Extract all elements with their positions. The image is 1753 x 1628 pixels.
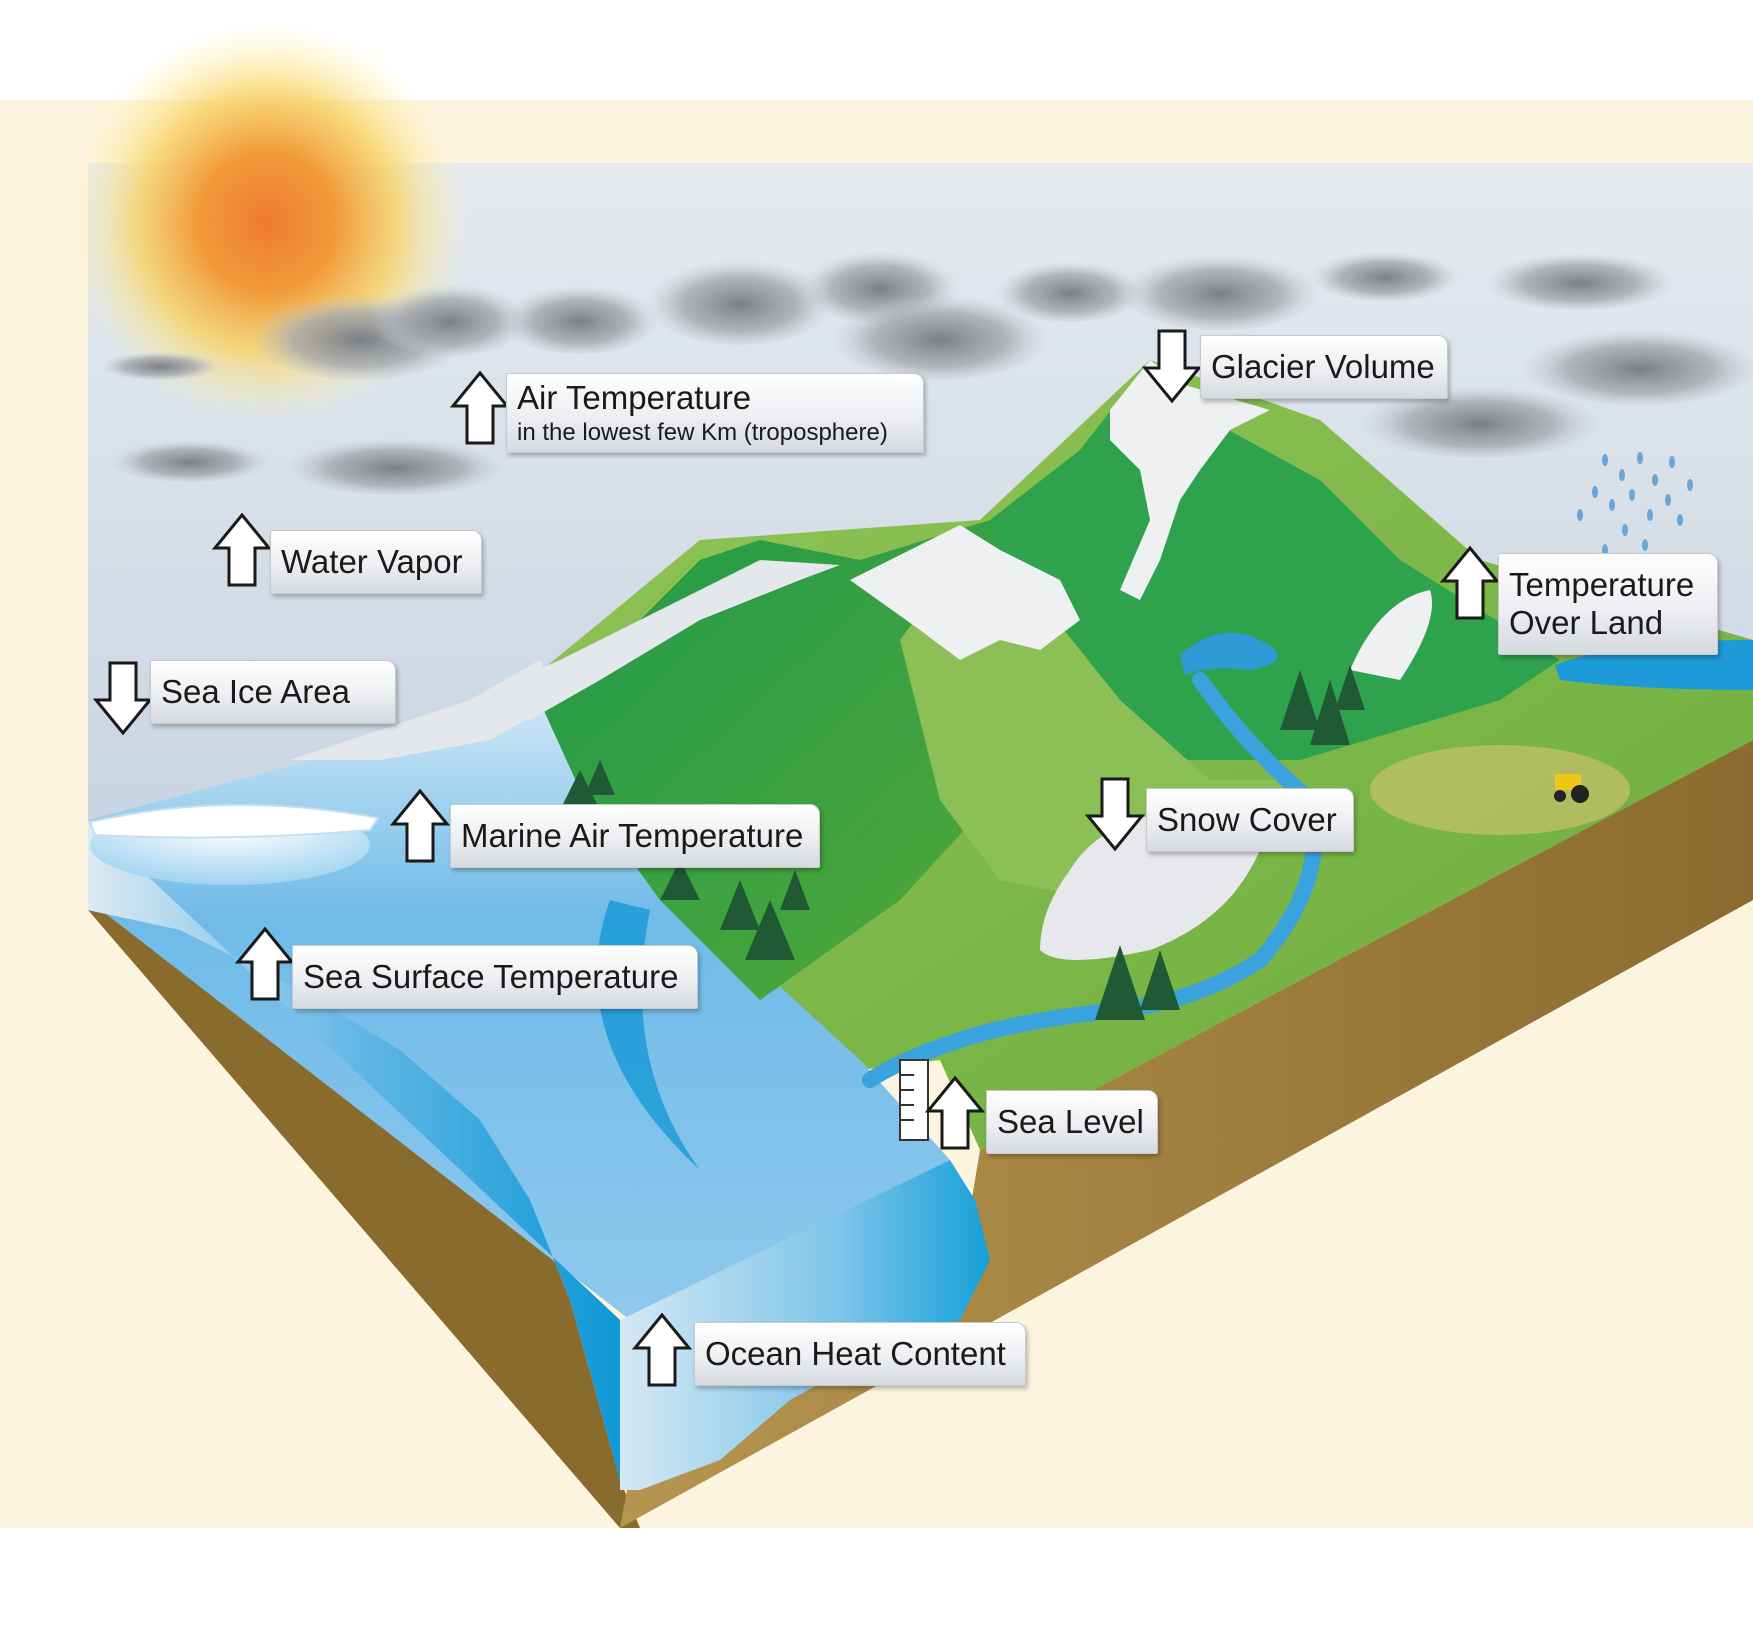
air-temperature-arrow-icon <box>450 370 510 445</box>
air-temperature-label: Air Temperature in the lowest few Km (tr… <box>506 373 924 453</box>
sea-level-arrow-icon <box>925 1075 985 1150</box>
mountain-lake <box>1180 632 1278 675</box>
sea-ice-floe <box>88 803 380 885</box>
snow-cover-arrow-icon <box>1085 777 1145 852</box>
right-snow-patch <box>1350 590 1432 680</box>
marine-air-temperature-title: Marine Air Temperature <box>461 817 804 854</box>
temperature-over-land-title-line2: Over Land <box>1509 604 1664 641</box>
sea-level-title: Sea Level <box>997 1103 1144 1140</box>
air-temperature-title: Air Temperature <box>517 379 752 416</box>
sea-ice-area-label: Sea Ice Area <box>150 660 396 724</box>
peak-snow <box>1110 360 1270 600</box>
tractor <box>1554 774 1589 803</box>
sea-surface-temperature-label: Sea Surface Temperature <box>292 945 698 1009</box>
glacier-volume-title: Glacier Volume <box>1211 348 1435 385</box>
ocean-front-left <box>88 820 620 1480</box>
ridge-snow <box>470 560 840 720</box>
rain-drops <box>1577 452 1693 556</box>
marine-air-temperature-label: Marine Air Temperature <box>450 804 820 868</box>
clouds <box>100 247 1753 495</box>
temperature-over-land-label: Temperature Over Land <box>1498 553 1718 655</box>
temperature-over-land-title: Temperature <box>1509 566 1695 603</box>
river <box>862 672 1323 1088</box>
water-vapor-label: Water Vapor <box>270 530 482 594</box>
snow-cover-title: Snow Cover <box>1157 801 1337 838</box>
sea-level-label: Sea Level <box>986 1090 1158 1154</box>
glacier-volume-arrow-icon <box>1142 329 1202 404</box>
coastal-ice <box>290 660 560 760</box>
water-vapor-title: Water Vapor <box>281 543 463 580</box>
ocean-heat-content-arrow-icon <box>632 1312 692 1387</box>
ocean-heat-content-title: Ocean Heat Content <box>705 1335 1006 1372</box>
crop-field <box>1370 745 1630 835</box>
tide-gauge <box>899 1059 929 1141</box>
saddle-snow <box>850 525 1080 660</box>
marine-air-temperature-arrow-icon <box>390 788 450 863</box>
air-temperature-sublabel: in the lowest few Km (troposphere) <box>517 419 888 446</box>
sea-surface-temperature-arrow-icon <box>235 926 295 1001</box>
glacier-volume-label: Glacier Volume <box>1200 335 1448 399</box>
temperature-over-land-arrow-icon <box>1440 545 1500 620</box>
water-vapor-arrow-icon <box>212 512 272 587</box>
sea-surface-temperature-title: Sea Surface Temperature <box>303 958 679 995</box>
ocean-heat-content-label: Ocean Heat Content <box>694 1322 1026 1386</box>
sea-ice-area-arrow-icon <box>93 661 153 736</box>
snow-cover-label: Snow Cover <box>1146 788 1354 852</box>
trees <box>560 665 1365 1020</box>
soil-left-side <box>88 910 640 1528</box>
sea-ice-area-title: Sea Ice Area <box>161 673 350 710</box>
